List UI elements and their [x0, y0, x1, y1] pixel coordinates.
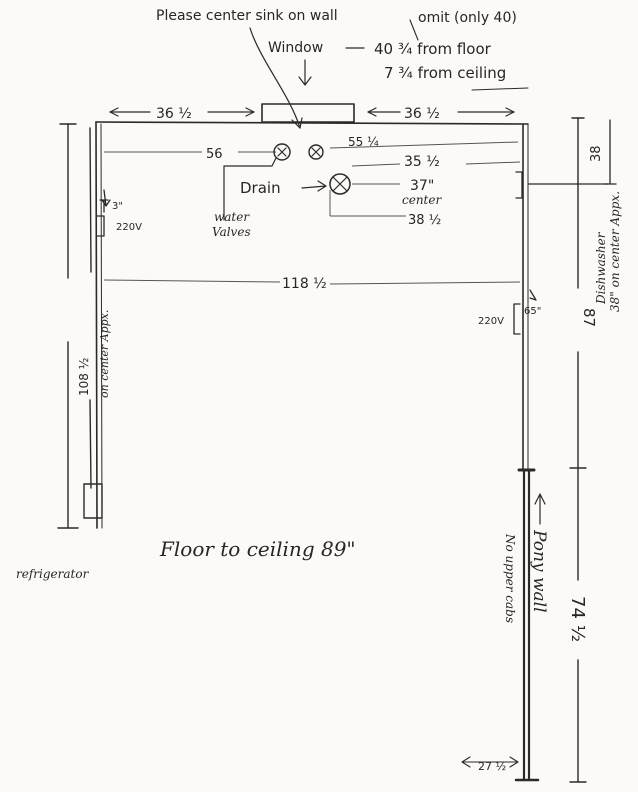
- dishwasher-marker: [515, 119, 617, 199]
- dim-center-37: 37": [410, 178, 434, 194]
- dim-left-of-window: 36 ½: [156, 106, 192, 122]
- window-height: 40 ¾ from floor: [374, 40, 492, 58]
- right-outlet: [513, 289, 537, 335]
- water-valves-label-2: Valves: [212, 225, 251, 239]
- drain-icon: [329, 173, 351, 195]
- valve-right-icon: [308, 144, 324, 160]
- window-arrow: [298, 59, 312, 86]
- outlet-left-label: 220V: [116, 222, 142, 233]
- pony-wall-label: Pony wall: [529, 529, 549, 613]
- outlet-right-height: 65": [524, 306, 541, 317]
- valve-left-icon: [273, 143, 291, 161]
- no-upper-cabs-label: No upper cabs: [503, 533, 517, 623]
- dim-center-label: center: [402, 193, 442, 207]
- dim-right-87: 87: [580, 308, 598, 327]
- dishwasher-center: 38" on center Appx.: [608, 191, 622, 312]
- dim-dishwasher-top: 38: [589, 145, 604, 162]
- dim-right-74: 74 ½: [567, 596, 588, 642]
- refrigerator-label: refrigerator: [16, 567, 90, 581]
- dim-drain-to-wall: 35 ½: [404, 154, 440, 170]
- left-dimension: [57, 123, 92, 529]
- center-sink-note: Please center sink on wall: [156, 8, 338, 24]
- window-ceiling: 7 ¾ from ceiling: [384, 64, 506, 82]
- floor-to-ceiling-note: Floor to ceiling 89": [159, 537, 356, 561]
- left-wall: [95, 121, 98, 529]
- window-box: [261, 103, 355, 123]
- left-outlet: [95, 189, 111, 237]
- bottom-dimension: [461, 756, 519, 768]
- right-dimension: [569, 117, 587, 783]
- dim-bottom-27: 27 ½: [478, 760, 506, 773]
- plumbing-dimension-lines: [103, 141, 521, 285]
- refrigerator-box: [83, 483, 103, 519]
- dim-fridge-108: 108 ½: [77, 358, 91, 396]
- window-label: Window: [268, 40, 323, 56]
- dishwasher-label: Dishwasher: [594, 231, 608, 305]
- fridge-center-label: on center Appx.: [98, 310, 111, 398]
- center-sink-arrow: [249, 27, 301, 129]
- dim-right-of-window: 36 ½: [404, 106, 440, 122]
- dim-valve-right: 55 ¼: [348, 135, 379, 149]
- water-valves: [223, 143, 324, 221]
- dim-wall-width: 118 ½: [282, 276, 327, 292]
- drain: [301, 173, 351, 195]
- water-valves-label-1: water: [214, 210, 250, 224]
- walls: [95, 121, 540, 782]
- top-wall: [95, 121, 529, 125]
- top-dimension-lines: [109, 107, 515, 117]
- dim-drain-bottom: 38 ½: [408, 213, 441, 228]
- omit-note: omit (only 40): [418, 10, 517, 26]
- outlet-right-label: 220V: [478, 316, 504, 327]
- drain-label: Drain: [240, 179, 281, 197]
- dim-valve-left: 56: [206, 147, 223, 162]
- pony-wall-arrow: [534, 493, 546, 525]
- outlet-left-height: 3": [112, 201, 123, 212]
